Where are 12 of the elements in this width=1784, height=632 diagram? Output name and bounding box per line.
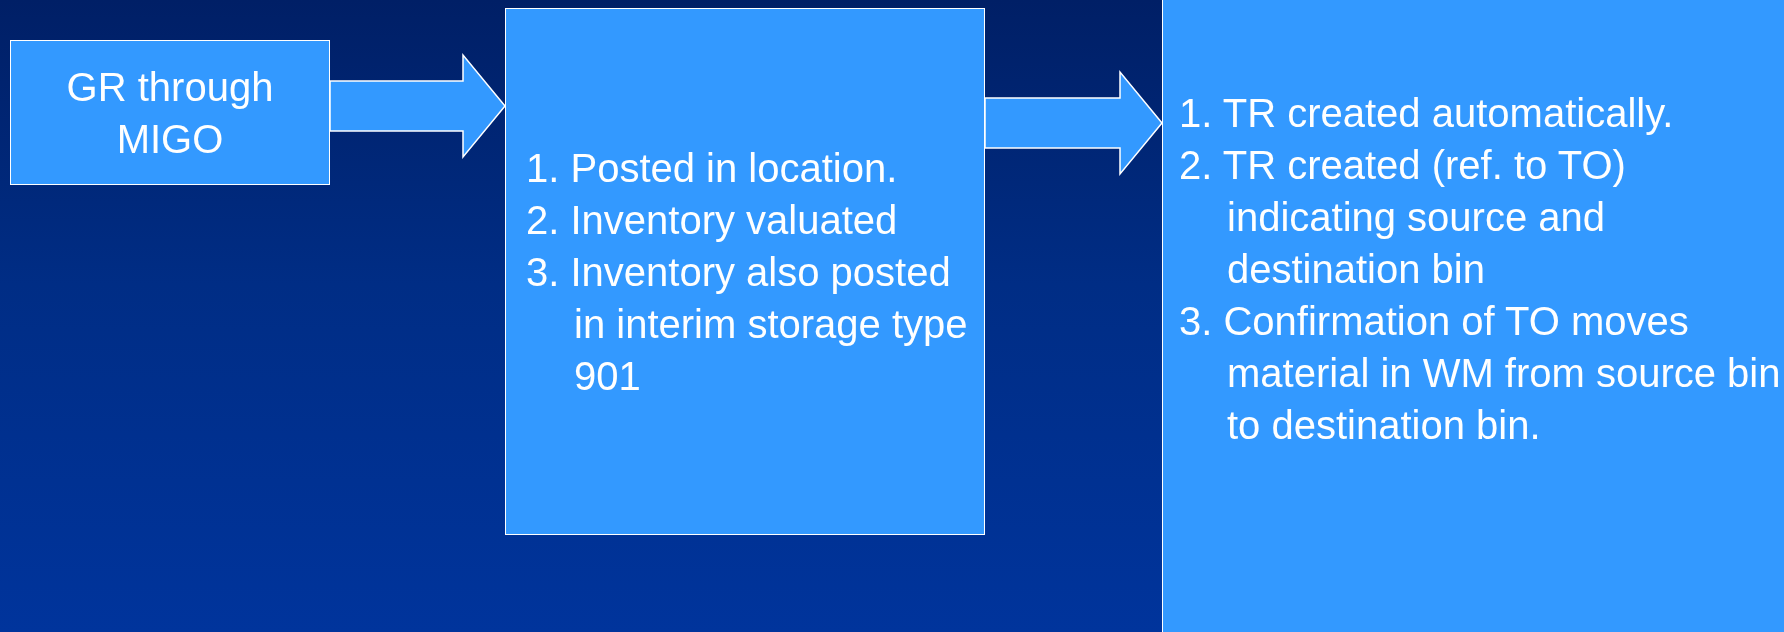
- process-box: [1162, 0, 1784, 632]
- box-text: 2. TR created (ref. to TO) indicating source and destination bin: [1179, 142, 1627, 293]
- process-box: [505, 8, 985, 535]
- box-text: 2. Inventory valuated: [526, 196, 898, 244]
- box-text: GR through MIGO: [65, 63, 275, 163]
- box-text: 1. TR created automatically.: [1179, 90, 1674, 137]
- box-text: 3. Confirmation of TO moves material in WM from source bin to destination bin.: [1179, 298, 1782, 449]
- block-arrow: [329, 52, 506, 160]
- box-text: 1. Posted in location.: [526, 144, 898, 192]
- block-arrow: [984, 69, 1163, 177]
- process-box: [10, 40, 330, 185]
- box-text: 3. Inventory also posted in interim storage type 901: [526, 248, 969, 400]
